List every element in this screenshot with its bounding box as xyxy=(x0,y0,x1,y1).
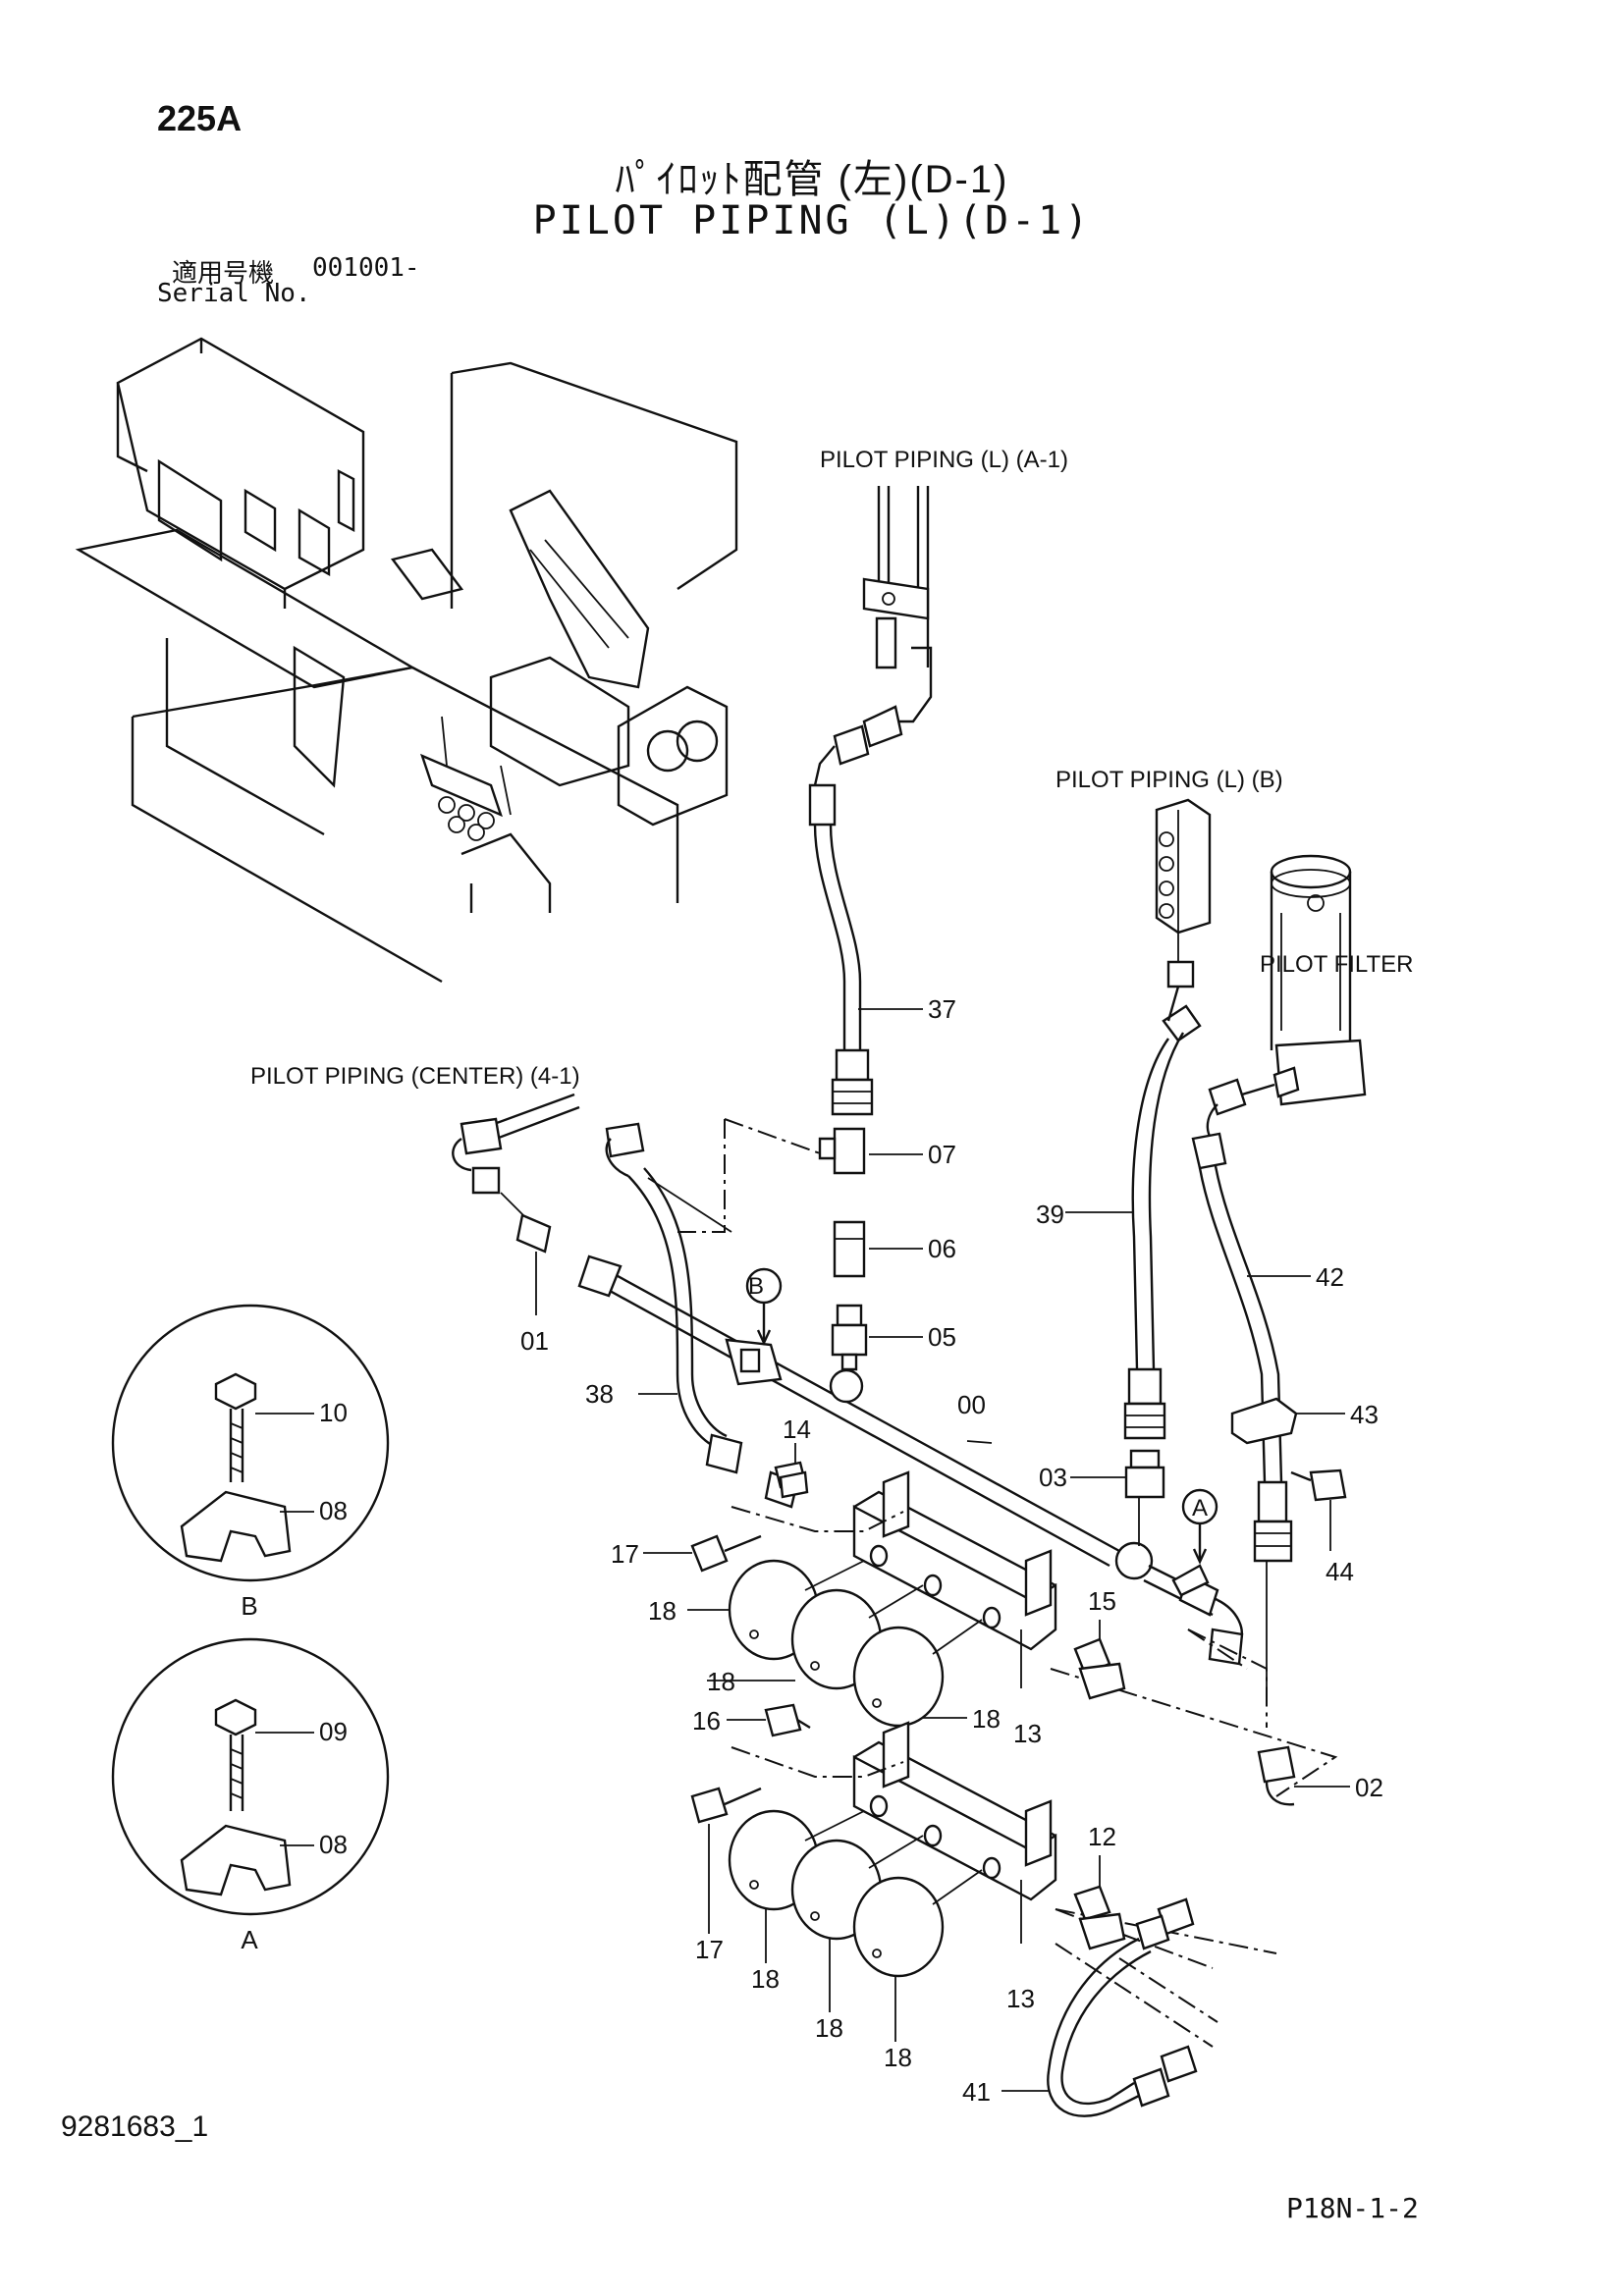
callout-17-upper: 17 xyxy=(611,1539,639,1569)
callout-37: 37 xyxy=(928,994,956,1024)
fitting-03 xyxy=(1070,1449,1165,1546)
callout-14: 14 xyxy=(783,1415,811,1444)
callout-08-a: 08 xyxy=(319,1830,348,1859)
clamp-a-marker: A xyxy=(1192,1495,1208,1522)
callout-17-lower: 17 xyxy=(695,1935,724,1964)
callout-09: 09 xyxy=(319,1717,348,1746)
callout-43: 43 xyxy=(1350,1400,1379,1429)
machine-overview xyxy=(75,337,738,984)
callout-13-upper: 13 xyxy=(1013,1719,1042,1748)
callout-18-e: 18 xyxy=(815,2013,843,2043)
bolt-16 xyxy=(727,1703,811,1737)
callout-18-c: 18 xyxy=(972,1704,1001,1734)
page-reference: P18N-1-2 xyxy=(1286,2192,1419,2224)
hose-42 xyxy=(1191,1078,1311,1698)
callout-38: 38 xyxy=(585,1379,614,1409)
serial-label-english: Serial No. xyxy=(157,279,311,308)
clamp-b-marker: B xyxy=(748,1273,764,1300)
callout-05: 05 xyxy=(928,1322,956,1352)
callout-18-a: 18 xyxy=(648,1596,677,1626)
detail-a-label: A xyxy=(241,1925,258,1954)
ref-pilot-piping-a1: PILOT PIPING (L) (A-1) xyxy=(820,447,1068,473)
callout-18-b: 18 xyxy=(707,1667,735,1696)
pilot-filter xyxy=(1241,854,1367,1106)
hose-37 xyxy=(808,745,923,1116)
callout-labels: 10 08 09 08 37 07 06 05 00 01 38 14 39 0… xyxy=(319,994,1383,2107)
detail-circle-a xyxy=(111,1637,390,1916)
ref-pilot-piping-center: PILOT PIPING (CENTER) (4-1) xyxy=(250,1063,580,1090)
clamp-43 xyxy=(1230,1397,1345,1445)
fittings-05-07 xyxy=(818,1127,923,1371)
accumulator-assembly-upper xyxy=(687,1470,1057,1728)
title-english: PILOT PIPING (L)(D-1) xyxy=(532,198,1092,243)
serial-number-value: 001001- xyxy=(312,253,420,283)
callout-12: 12 xyxy=(1088,1822,1116,1851)
callout-18-d: 18 xyxy=(751,1964,780,1994)
accumulator-assembly-lower xyxy=(728,1721,1057,2042)
bolt-44 xyxy=(1290,1468,1347,1551)
callout-08-b: 08 xyxy=(319,1496,348,1525)
bolt-17-lower xyxy=(690,1787,762,1934)
serial-label-japanese: 適用号機 xyxy=(172,258,275,288)
pilot-piping-center-connection xyxy=(452,1093,580,1315)
callout-16: 16 xyxy=(692,1706,721,1735)
drawing-number: 9281683_1 xyxy=(61,2110,209,2143)
page-code: 225A xyxy=(157,98,243,138)
callout-02: 02 xyxy=(1355,1773,1383,1802)
title-japanese: ﾊﾟｲﾛｯﾄ配管 (左)(D-1) xyxy=(615,158,1009,201)
callout-06: 06 xyxy=(928,1234,956,1263)
callout-01: 01 xyxy=(520,1326,549,1356)
callout-18-f: 18 xyxy=(884,2043,912,2072)
callout-07: 07 xyxy=(928,1140,956,1169)
callout-13-lower: 13 xyxy=(1006,1984,1035,2013)
callout-44: 44 xyxy=(1326,1557,1354,1586)
pilot-piping-a1-assembly xyxy=(833,486,933,766)
elbow-12 xyxy=(1073,1855,1126,1950)
ref-pilot-filter: PILOT FILTER xyxy=(1260,951,1413,978)
hose-41 xyxy=(1001,1897,1198,2117)
hose-39 xyxy=(1065,960,1202,1440)
clamp-a-on-pipe xyxy=(1181,1488,1218,1565)
callout-42: 42 xyxy=(1316,1262,1344,1292)
elbow-02 xyxy=(1257,1745,1350,1806)
pilot-piping-b-block xyxy=(1155,798,1212,962)
callout-15: 15 xyxy=(1088,1586,1116,1616)
hose-38 xyxy=(605,1122,799,1509)
overview-valve-block xyxy=(420,716,512,841)
detail-b-label: B xyxy=(241,1591,257,1621)
callout-00: 00 xyxy=(957,1390,986,1419)
pipe-00 xyxy=(577,1255,1244,1666)
fitting-14 xyxy=(774,1443,809,1499)
callout-03: 03 xyxy=(1039,1463,1067,1492)
elbow-15 xyxy=(1073,1620,1126,1700)
callout-39: 39 xyxy=(1036,1200,1064,1229)
clamp-b-on-pipe xyxy=(725,1267,783,1386)
detail-circle-b xyxy=(111,1304,390,1582)
callout-10: 10 xyxy=(319,1398,348,1427)
bolt-17-upper xyxy=(643,1534,762,1573)
callout-41: 41 xyxy=(962,2077,991,2107)
ref-pilot-piping-b: PILOT PIPING (L) (B) xyxy=(1056,767,1283,793)
